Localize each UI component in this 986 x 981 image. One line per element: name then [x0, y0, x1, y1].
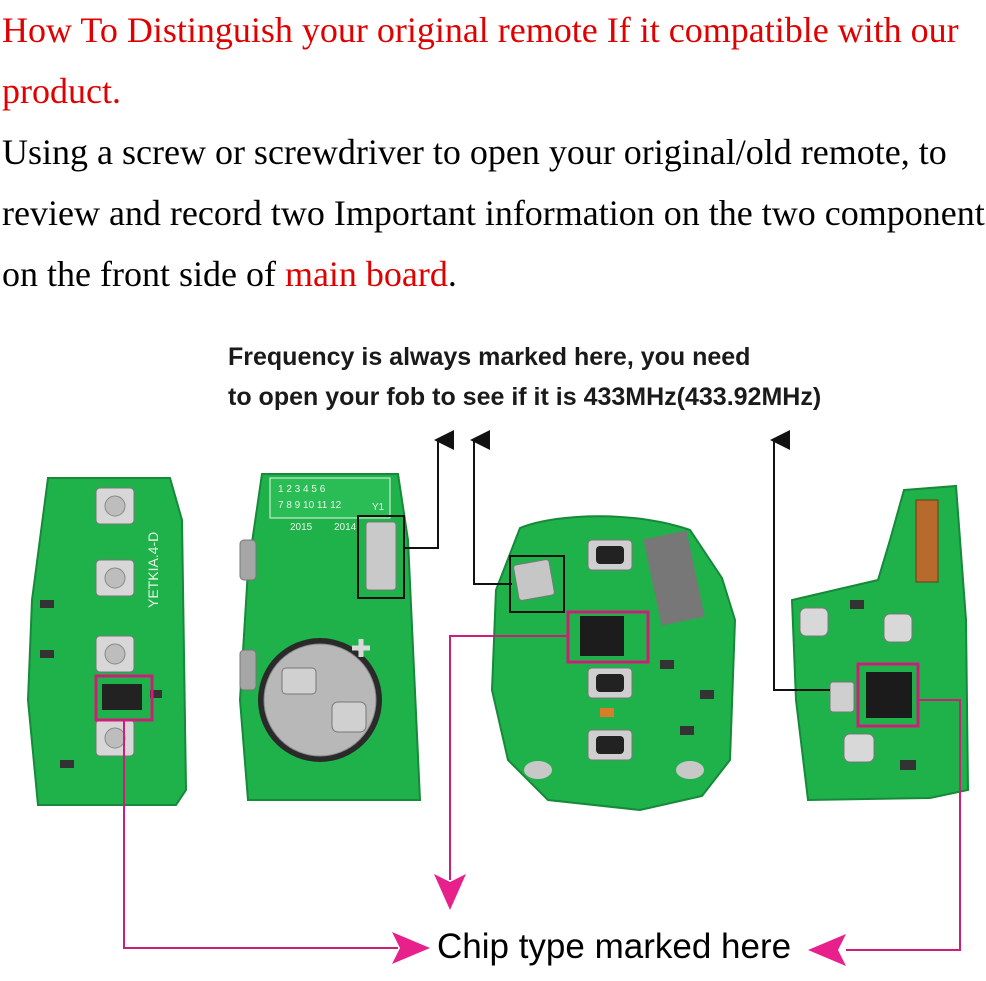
- smd-part: [150, 690, 162, 698]
- remote-board-3: [490, 515, 737, 812]
- tact-switch: [843, 733, 875, 763]
- smd-part: [850, 600, 864, 609]
- intro-body-text: Using a screw or screwdriver to open you…: [2, 132, 985, 294]
- tact-switch: [587, 667, 633, 699]
- smd-part: [700, 690, 714, 699]
- antenna-pad: [643, 530, 705, 626]
- battery-contact: [281, 667, 317, 695]
- chip-ic: [580, 616, 624, 656]
- grid-row-2: 7 8 9 10 11 12: [278, 500, 342, 511]
- chip-pointer-line: [846, 699, 961, 951]
- marking-grid: [269, 477, 391, 519]
- saw-resonator: [513, 559, 555, 601]
- chip-pointer-line: [123, 720, 398, 949]
- smd-part: [660, 660, 674, 669]
- yetkia-marking: YETKIA.4-D: [145, 532, 161, 608]
- intro-body: Using a screw or screwdriver to open you…: [2, 132, 985, 294]
- frequency-note: Frequency is always marked here, you nee…: [228, 337, 968, 417]
- smd-part: [600, 708, 614, 717]
- intro-heading: How To Distinguish your original remote …: [2, 10, 959, 111]
- frequency-pointer-line: [470, 430, 512, 585]
- chip-ic: [866, 672, 912, 718]
- chip-pointers: [123, 635, 961, 966]
- chip-type-note: Chip type marked here: [437, 927, 792, 966]
- remote-board-2: 1 2 3 4 5 6 7 8 9 10 11 12 2014 2015 Y1: [238, 473, 422, 801]
- chip-arrowhead: [434, 874, 466, 910]
- year-b: 2015: [290, 522, 313, 533]
- crystal-label: Y1: [372, 502, 385, 513]
- frequency-pointer-line: [404, 430, 454, 549]
- tact-switch: [587, 539, 633, 571]
- tact-switch: [95, 559, 135, 597]
- tact-switch: [883, 613, 913, 643]
- tact-switch: [799, 607, 829, 637]
- chip-ic: [102, 684, 142, 710]
- main-board-highlight: main board: [284, 254, 448, 294]
- coin-battery: [263, 643, 377, 757]
- side-clip: [239, 539, 257, 581]
- smd-part: [40, 650, 54, 658]
- frequency-note-line2: to open your fob to see if it is 433MHz(…: [228, 383, 822, 411]
- grid-row-1: 1 2 3 4 5 6: [278, 484, 326, 495]
- tact-switch: [95, 487, 135, 525]
- frequency-marker-box: [357, 515, 405, 599]
- chip-arrowhead: [808, 934, 846, 966]
- chip-pointer-line: [449, 635, 568, 880]
- chip-marker-box: [856, 662, 920, 728]
- mount-hole: [524, 761, 552, 779]
- remote-board-4: [790, 484, 970, 802]
- year-a: 2014: [334, 522, 357, 533]
- frequency-note-line1: Frequency is always marked here, you nee…: [228, 343, 751, 371]
- tact-switch: [587, 729, 633, 761]
- frequency-pointers: [404, 430, 830, 691]
- plus-sign-icon: [352, 639, 370, 657]
- antenna-coil: [915, 499, 939, 583]
- mount-hole: [676, 761, 704, 779]
- smd-part: [900, 760, 916, 770]
- instruction-text: How To Distinguish your original remote …: [2, 0, 986, 305]
- frequency-pointer-line: [770, 430, 830, 691]
- smd-part: [40, 600, 54, 608]
- battery-contact: [331, 701, 367, 733]
- smd-part: [60, 760, 74, 768]
- saw-resonator: [829, 681, 855, 713]
- crystal-oscillator: [365, 521, 397, 591]
- chip-arrowhead: [392, 932, 430, 964]
- side-clip: [239, 649, 257, 691]
- tact-switch: [95, 719, 135, 757]
- remote-board-1: YETKIA.4-D: [26, 477, 188, 806]
- intro-body-end: .: [447, 254, 457, 294]
- smd-part: [680, 726, 694, 735]
- tact-switch: [95, 635, 135, 673]
